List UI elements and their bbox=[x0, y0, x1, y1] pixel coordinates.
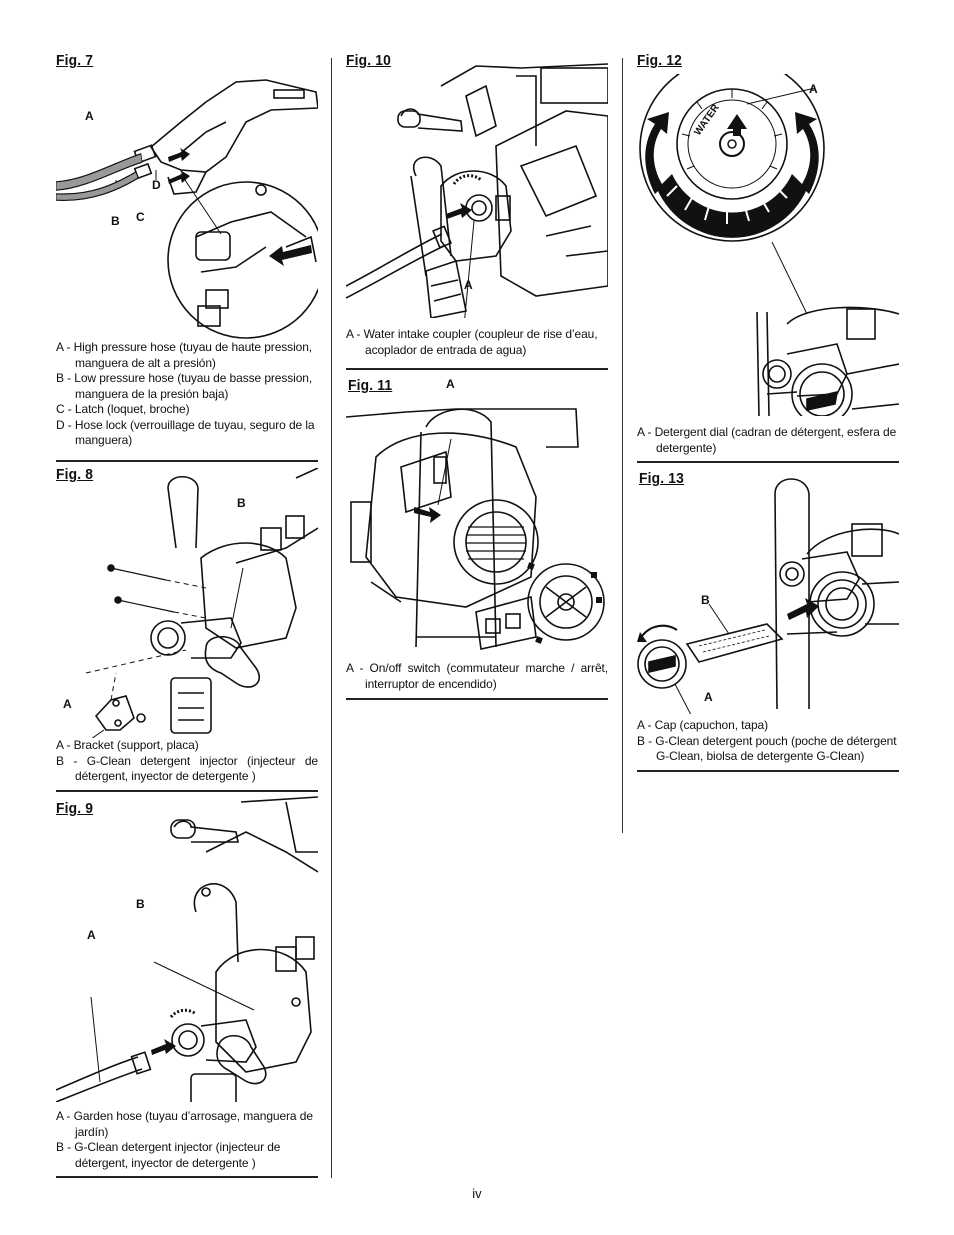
fig8-callout-b: B bbox=[237, 496, 246, 510]
fig9-legend-item-a: A - Garden hose (tuyau d’arrosage, mangu… bbox=[56, 1109, 313, 1139]
fig12-callout-a: A bbox=[809, 82, 818, 96]
column-divider-left bbox=[331, 58, 332, 1178]
fig7-legend-item-a: A - High pressure hose (tuyau de haute p… bbox=[56, 340, 313, 370]
fig8-callout-a: A bbox=[63, 697, 72, 711]
fig10-divider bbox=[346, 368, 608, 370]
fig9-title: Fig. 9 bbox=[56, 800, 94, 817]
fig11-legend: A - On/off switch (commutateur marche / … bbox=[346, 661, 608, 692]
fig7-legend: A - High pressure hose (tuyau de haute p… bbox=[56, 340, 318, 449]
fig11-drawing bbox=[346, 408, 605, 650]
fig8-drawing bbox=[85, 468, 318, 738]
page-number: iv bbox=[472, 1186, 482, 1201]
fig10-title: Fig. 10 bbox=[346, 52, 392, 69]
fig12-legend: A - Detergent dial (cadran de détergent,… bbox=[637, 425, 899, 456]
fig9-divider bbox=[56, 1176, 318, 1178]
fig9-drawing bbox=[56, 796, 318, 1102]
fig8-divider bbox=[56, 790, 318, 792]
fig11-callout-a: A bbox=[446, 377, 455, 391]
fig8-title: Fig. 8 bbox=[56, 466, 94, 483]
fig7-illustration bbox=[56, 62, 318, 342]
fig10-callout-a: A bbox=[464, 278, 473, 292]
fig7-callout-c: C bbox=[136, 210, 145, 224]
fig13-drawing bbox=[637, 478, 899, 714]
fig13-title: Fig. 13 bbox=[639, 470, 685, 487]
column-divider-right bbox=[622, 58, 623, 833]
fig9-illustration bbox=[56, 792, 318, 1102]
fig12-divider bbox=[637, 461, 899, 463]
fig11-legend-item-a: A - On/off switch (commutateur marche / … bbox=[346, 661, 608, 691]
fig10-illustration bbox=[346, 56, 608, 318]
fig7-legend-item-c: C - Latch (loquet, broche) bbox=[56, 402, 190, 416]
fig10-legend: A - Water intake coupler (coupleur de ri… bbox=[346, 327, 608, 358]
fig13-legend: A - Cap (capuchon, tapa) B - G-Clean det… bbox=[637, 718, 899, 765]
fig7-drawing bbox=[56, 79, 318, 339]
fig9-legend: A - Garden hose (tuyau d’arrosage, mangu… bbox=[56, 1109, 318, 1171]
fig11-illustration bbox=[346, 397, 608, 659]
fig13-divider bbox=[637, 770, 899, 772]
fig12-drawing: WATER bbox=[639, 74, 899, 416]
fig12-legend-item-a: A - Detergent dial (cadran de détergent,… bbox=[637, 425, 897, 455]
fig12-illustration: WATER bbox=[637, 74, 899, 416]
fig9-callout-b: B bbox=[136, 897, 145, 911]
fig7-legend-item-b: B - Low pressure hose (tuyau de basse pr… bbox=[56, 371, 313, 401]
fig7-callout-a: A bbox=[85, 109, 94, 123]
fig7-callout-d: D bbox=[152, 178, 161, 192]
fig9-legend-item-b: B - G-Clean detergent injector (injecteu… bbox=[56, 1140, 281, 1170]
fig12-title: Fig. 12 bbox=[637, 52, 683, 69]
fig13-callout-a: A bbox=[704, 690, 713, 704]
fig11-title: Fig. 11 bbox=[348, 377, 393, 394]
fig8-illustration bbox=[56, 468, 318, 738]
fig13-legend-item-a: A - Cap (capuchon, tapa) bbox=[637, 718, 769, 732]
fig10-legend-item-a: A - Water intake coupler (coupleur de ri… bbox=[346, 327, 598, 357]
fig7-divider bbox=[56, 460, 318, 462]
fig7-legend-item-d: D - Hose lock (verrouillage de tuyau, se… bbox=[56, 417, 315, 448]
fig8-legend-item-b: B - G-Clean detergent injector (injecteu… bbox=[56, 753, 318, 784]
fig8-legend: A - Bracket (support, placa) B - G-Clean… bbox=[56, 738, 318, 785]
fig13-legend-item-b: B - G-Clean detergent pouch (poche de dé… bbox=[637, 733, 897, 764]
fig13-illustration bbox=[637, 474, 899, 714]
fig8-legend-item-a: A - Bracket (support, placa) bbox=[56, 738, 199, 752]
fig9-callout-a: A bbox=[87, 928, 96, 942]
fig7-callout-b: B bbox=[111, 214, 120, 228]
fig10-drawing bbox=[346, 63, 608, 318]
fig7-title: Fig. 7 bbox=[56, 52, 94, 69]
fig13-callout-b: B bbox=[701, 593, 710, 607]
fig11-divider bbox=[346, 698, 608, 700]
